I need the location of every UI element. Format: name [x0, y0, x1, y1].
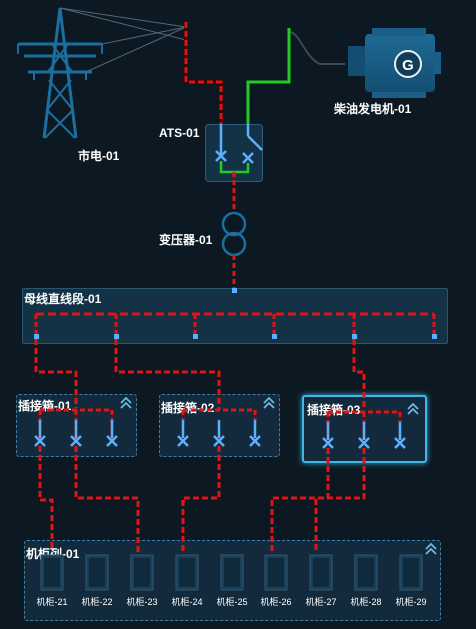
transmission-tower-icon: [17, 7, 187, 139]
cabinet-label[interactable]: 机柜-25: [216, 597, 248, 607]
cabinet-label[interactable]: 机柜-22: [81, 597, 113, 607]
chevron-up-icon: [120, 396, 437, 555]
cabinet-label[interactable]: 机柜-27: [305, 597, 337, 607]
cabinet-label[interactable]: 机柜-29: [395, 597, 427, 607]
generator-label: 柴油发电机-01: [334, 102, 412, 116]
transformer-icon: [221, 211, 247, 257]
cabinet-label[interactable]: 机柜-21: [36, 597, 68, 607]
transformer-label: 变压器-01: [159, 233, 213, 247]
utility-feed-line: [184, 22, 223, 124]
busbar-label: 母线直线段-01: [24, 292, 102, 306]
breaker-icon: [322, 422, 406, 449]
generator-icon: [288, 28, 441, 98]
cabinet-row-label: 机柜列-01: [26, 547, 80, 561]
cabinet-label[interactable]: 机柜-24: [171, 597, 203, 607]
utility-label: 市电-01: [78, 149, 120, 163]
ats-label: ATS-01: [159, 126, 200, 140]
breaker-icon: [34, 420, 118, 447]
breaker-icon: [177, 420, 261, 447]
cabinet-label[interactable]: 机柜-26: [260, 597, 292, 607]
ats-breaker-icons: [215, 124, 263, 164]
cabinet-label[interactable]: 机柜-23: [126, 597, 158, 607]
generator-badge: G: [402, 57, 414, 74]
generator-feed-line: [246, 28, 291, 124]
cabinet-label[interactable]: 机柜-28: [350, 597, 382, 607]
